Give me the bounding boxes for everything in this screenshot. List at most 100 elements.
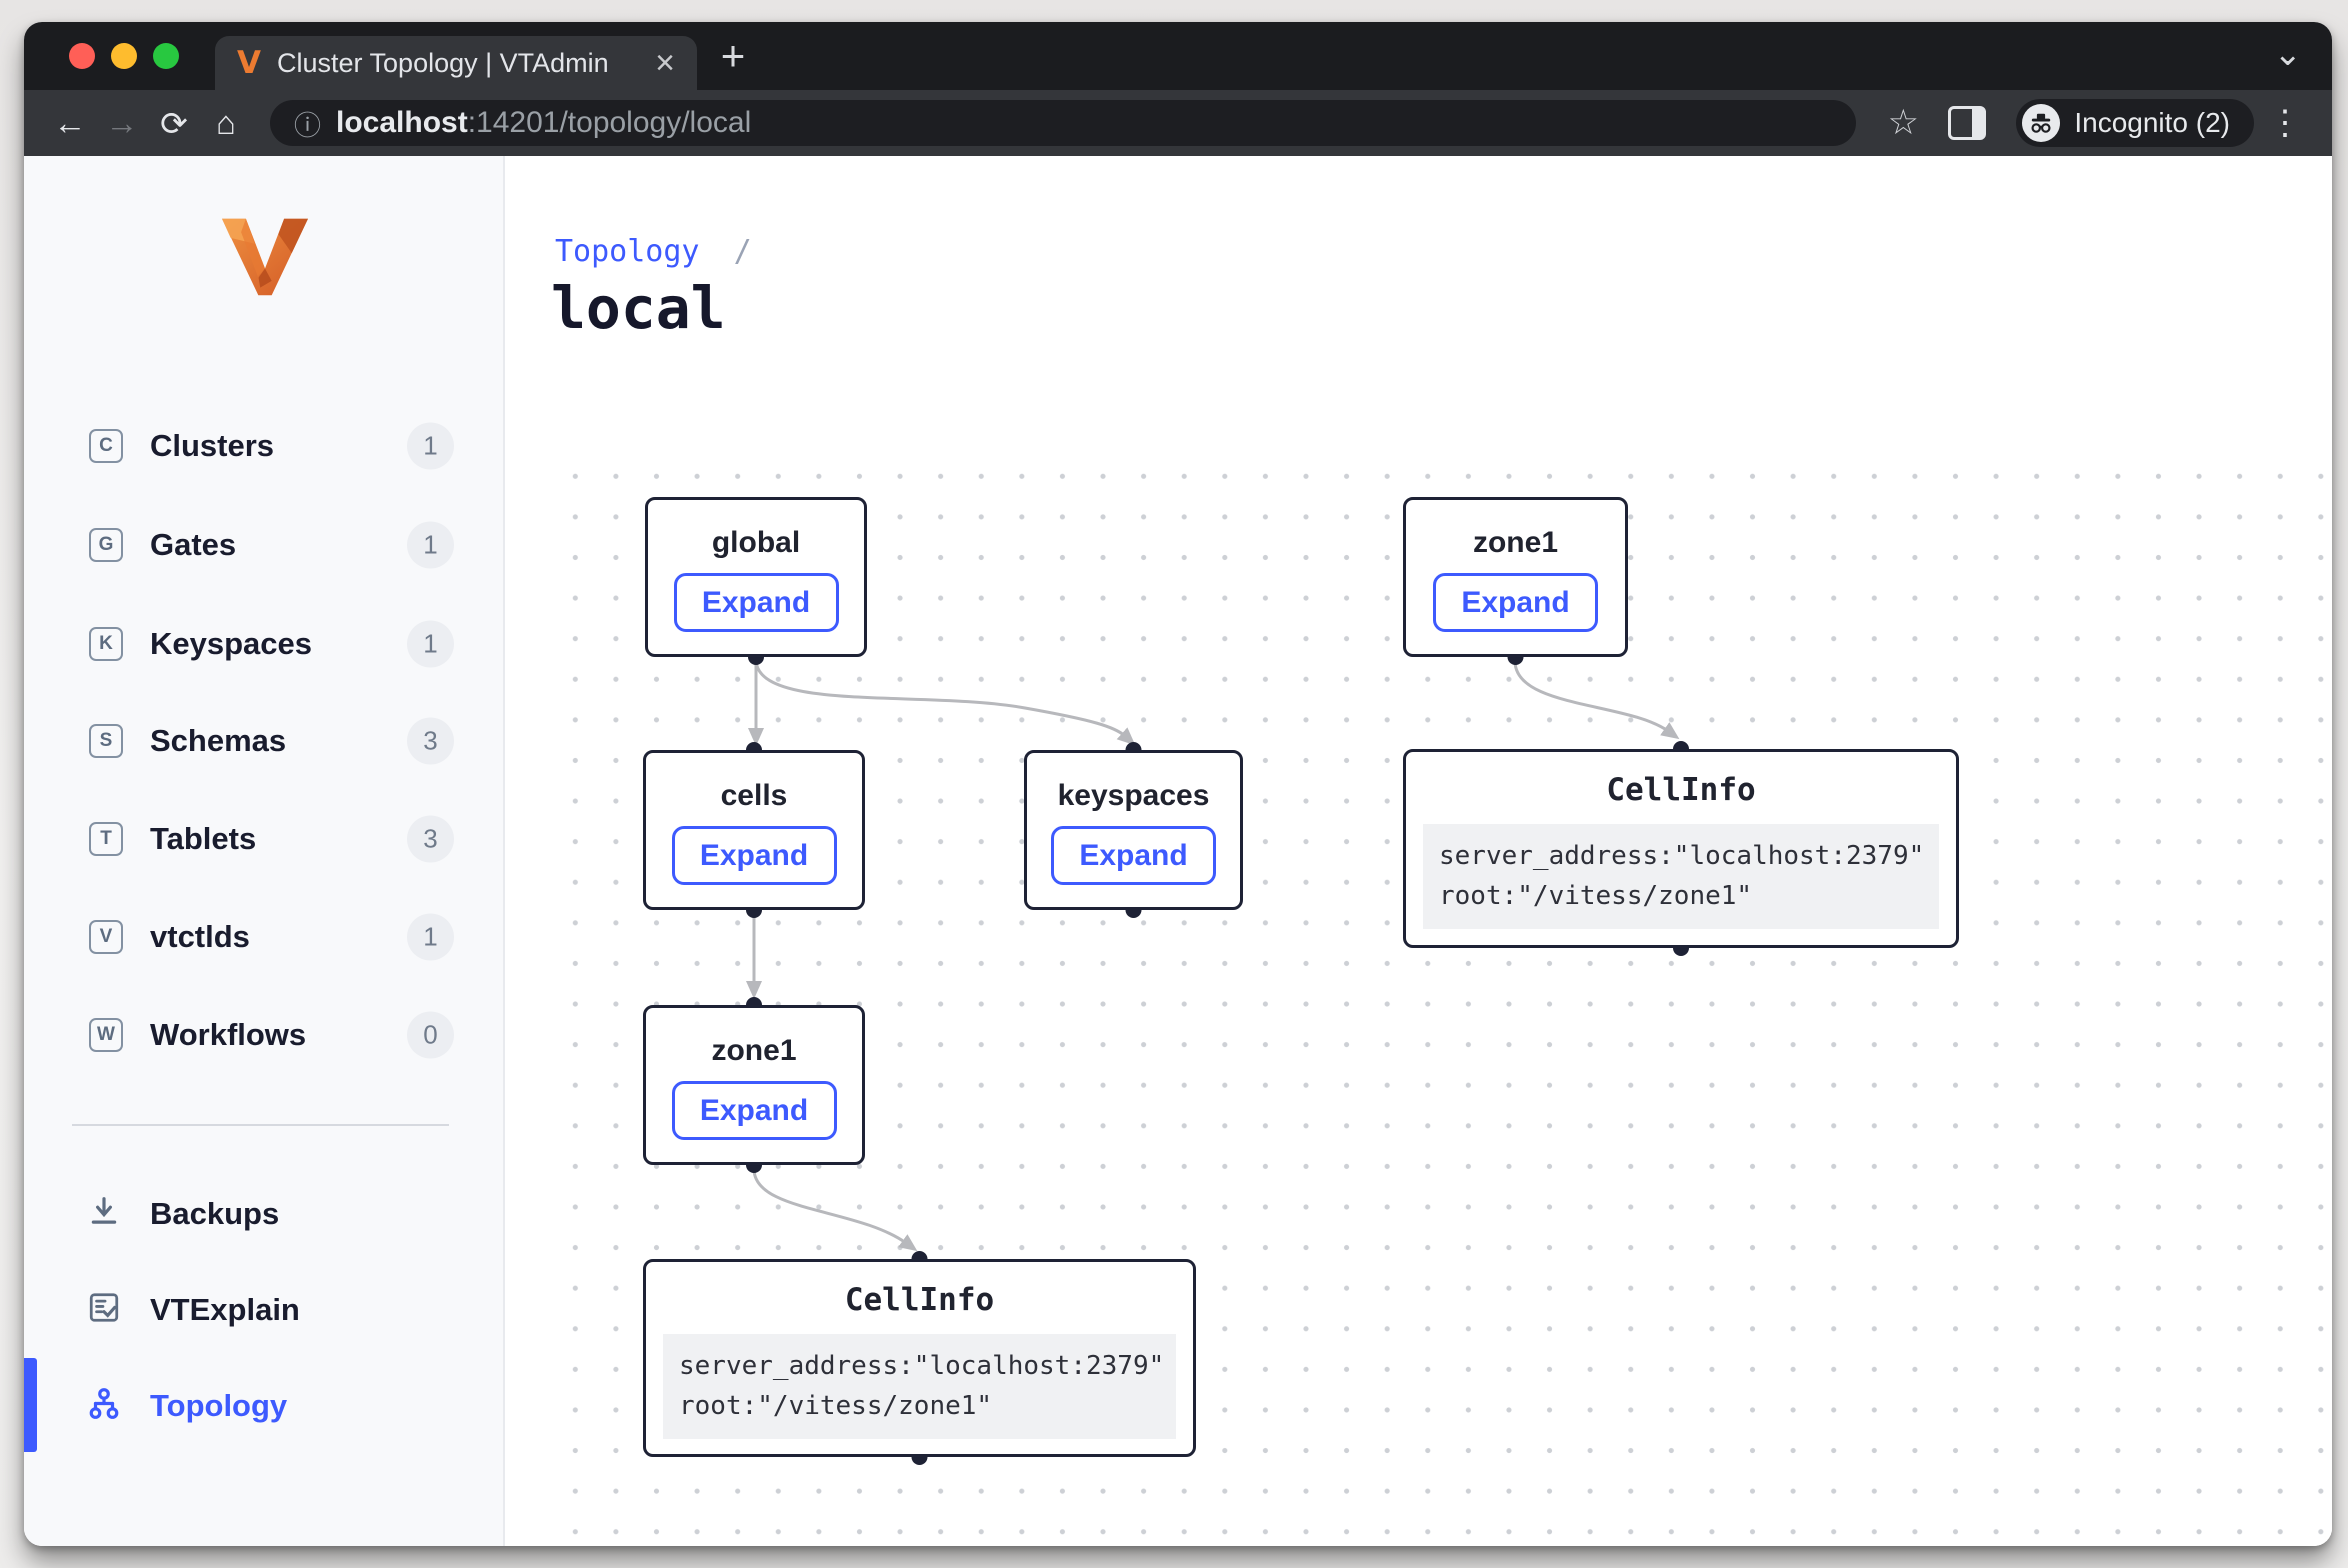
count-badge: 3 bbox=[407, 816, 454, 863]
sidebar-item-label: Tablets bbox=[150, 821, 256, 857]
incognito-label: Incognito (2) bbox=[2074, 107, 2230, 139]
vitess-favicon-icon: V bbox=[237, 45, 261, 81]
sidebar-item-backups[interactable]: Backups bbox=[24, 1182, 503, 1246]
active-nav-indicator bbox=[24, 1358, 37, 1452]
sidebar-item-tablets[interactable]: T Tablets 3 bbox=[24, 807, 503, 871]
expand-button[interactable]: Expand bbox=[672, 826, 837, 885]
page-info-icon[interactable]: ⓘ bbox=[294, 104, 321, 143]
graph-node-keyspaces[interactable]: keyspaces Expand bbox=[1024, 750, 1243, 910]
window-minimize-button[interactable] bbox=[111, 43, 137, 69]
address-bar[interactable]: ⓘ localhost:14201/topology/local bbox=[270, 100, 1856, 146]
sidebar-divider bbox=[72, 1124, 449, 1126]
workflows-letter-icon: W bbox=[89, 1018, 123, 1052]
download-icon bbox=[87, 1195, 121, 1234]
sidebar-item-vtexplain[interactable]: VTExplain bbox=[24, 1278, 503, 1342]
expand-button[interactable]: Expand bbox=[1433, 573, 1598, 632]
node-title: zone1 bbox=[1406, 526, 1625, 560]
cellinfo-code: server_address:"localhost:2379" root:"/v… bbox=[1423, 824, 1939, 929]
count-badge: 3 bbox=[407, 718, 454, 765]
sidebar-item-label: Topology bbox=[150, 1388, 287, 1424]
count-badge: 1 bbox=[407, 423, 454, 470]
breadcrumb-topology-link[interactable]: Topology bbox=[555, 234, 700, 269]
sidebar-item-label: vtctlds bbox=[150, 919, 250, 955]
incognito-icon bbox=[2022, 104, 2060, 142]
count-badge: 1 bbox=[407, 621, 454, 668]
node-title: CellInfo bbox=[646, 1282, 1193, 1318]
sidebar-item-label: Clusters bbox=[150, 428, 274, 464]
tab-title: Cluster Topology | VTAdmin bbox=[277, 48, 645, 79]
tab-search-chevron-icon[interactable]: ⌄ bbox=[2274, 34, 2303, 74]
vitess-logo bbox=[222, 218, 308, 301]
home-icon[interactable]: ⌂ bbox=[204, 104, 248, 142]
page-content: C Clusters 1 G Gates 1 K Keyspaces 1 S S… bbox=[24, 156, 2332, 1546]
sidebar-item-label: Schemas bbox=[150, 723, 286, 759]
sidebar-item-schemas[interactable]: S Schemas 3 bbox=[24, 709, 503, 773]
side-panel-icon[interactable] bbox=[1948, 106, 1986, 140]
active-tab[interactable]: V Cluster Topology | VTAdmin × bbox=[215, 36, 697, 90]
count-badge: 1 bbox=[407, 522, 454, 569]
expand-button[interactable]: Expand bbox=[672, 1081, 837, 1140]
browser-menu-icon[interactable]: ⋮ bbox=[2262, 103, 2308, 143]
forward-icon[interactable]: → bbox=[100, 104, 144, 142]
gates-letter-icon: G bbox=[89, 528, 123, 562]
new-tab-button[interactable]: + bbox=[710, 32, 756, 80]
code-line: root:"/vitess/zone1" bbox=[679, 1386, 1160, 1426]
expand-button[interactable]: Expand bbox=[1051, 826, 1216, 885]
sidebar-item-label: VTExplain bbox=[150, 1292, 300, 1328]
vtctlds-letter-icon: V bbox=[89, 920, 123, 954]
node-title: global bbox=[648, 526, 864, 560]
window-close-button[interactable] bbox=[69, 43, 95, 69]
reload-icon[interactable]: ⟳ bbox=[152, 104, 196, 143]
keyspaces-letter-icon: K bbox=[89, 627, 123, 661]
url-host: localhost bbox=[336, 106, 468, 139]
breadcrumb-separator: / bbox=[734, 234, 752, 269]
incognito-badge[interactable]: Incognito (2) bbox=[2016, 99, 2254, 147]
graph-node-cells[interactable]: cells Expand bbox=[643, 750, 865, 910]
node-title: cells bbox=[646, 779, 862, 813]
node-title: CellInfo bbox=[1406, 772, 1956, 808]
code-line: root:"/vitess/zone1" bbox=[1439, 876, 1923, 916]
tab-strip: V Cluster Topology | VTAdmin × + ⌄ bbox=[24, 22, 2332, 90]
clusters-letter-icon: C bbox=[89, 429, 123, 463]
window-controls bbox=[69, 43, 179, 69]
sidebar-item-label: Workflows bbox=[150, 1017, 306, 1053]
count-badge: 0 bbox=[407, 1012, 454, 1059]
tab-close-icon[interactable]: × bbox=[655, 46, 675, 80]
sidebar-item-vtctlds[interactable]: V vtctlds 1 bbox=[24, 905, 503, 969]
sidebar: C Clusters 1 G Gates 1 K Keyspaces 1 S S… bbox=[24, 156, 505, 1546]
sidebar-item-label: Keyspaces bbox=[150, 626, 312, 662]
expand-button[interactable]: Expand bbox=[674, 573, 839, 632]
sidebar-item-topology[interactable]: Topology bbox=[24, 1374, 503, 1438]
tablets-letter-icon: T bbox=[89, 822, 123, 856]
node-title: zone1 bbox=[646, 1034, 862, 1068]
url-text: localhost:14201/topology/local bbox=[336, 106, 751, 140]
cellinfo-code: server_address:"localhost:2379" root:"/v… bbox=[663, 1334, 1176, 1439]
document-check-icon bbox=[87, 1291, 121, 1330]
url-path: :14201/topology/local bbox=[468, 106, 752, 139]
schemas-letter-icon: S bbox=[89, 724, 123, 758]
browser-toolbar: ← → ⟳ ⌂ ⓘ localhost:14201/topology/local… bbox=[24, 90, 2332, 156]
graph-node-zone1-mid[interactable]: zone1 Expand bbox=[643, 1005, 865, 1165]
sidebar-item-workflows[interactable]: W Workflows 0 bbox=[24, 1003, 503, 1067]
sidebar-item-label: Backups bbox=[150, 1196, 279, 1232]
bookmark-star-icon[interactable]: ☆ bbox=[1878, 103, 1928, 143]
sidebar-item-clusters[interactable]: C Clusters 1 bbox=[24, 414, 503, 478]
node-title: keyspaces bbox=[1027, 779, 1240, 813]
graph-node-global[interactable]: global Expand bbox=[645, 497, 867, 657]
graph-node-cellinfo-bottom[interactable]: CellInfo server_address:"localhost:2379"… bbox=[643, 1259, 1196, 1457]
window-zoom-button[interactable] bbox=[153, 43, 179, 69]
browser-window: V Cluster Topology | VTAdmin × + ⌄ ← → ⟳… bbox=[24, 22, 2332, 1546]
sidebar-item-gates[interactable]: G Gates 1 bbox=[24, 513, 503, 577]
code-line: server_address:"localhost:2379" bbox=[679, 1346, 1160, 1386]
graph-node-zone1-top[interactable]: zone1 Expand bbox=[1403, 497, 1628, 657]
graph-node-cellinfo-zone1[interactable]: CellInfo server_address:"localhost:2379"… bbox=[1403, 749, 1959, 948]
topology-page: Topology / local bbox=[505, 156, 2332, 1546]
sidebar-item-keyspaces[interactable]: K Keyspaces 1 bbox=[24, 612, 503, 676]
sidebar-item-label: Gates bbox=[150, 527, 236, 563]
breadcrumb: Topology / bbox=[555, 234, 752, 269]
page-title: local bbox=[551, 274, 726, 342]
back-icon[interactable]: ← bbox=[48, 104, 92, 142]
count-badge: 1 bbox=[407, 914, 454, 961]
topology-tree-icon bbox=[87, 1387, 121, 1426]
